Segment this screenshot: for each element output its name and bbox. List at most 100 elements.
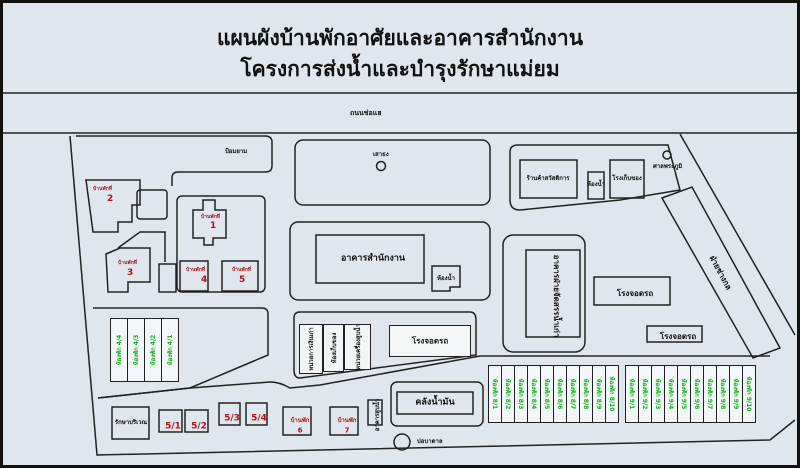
water-allocation-label: อาคารฝ่ายจัดสรรน้ำเก่า <box>552 254 561 338</box>
dorm-room: ห้องพัก 8/7 <box>566 365 580 423</box>
garage-2-label: โรงจอดรถ <box>616 289 654 298</box>
dorm-room: ห้องพัก 9/8 <box>716 365 730 423</box>
house-53-number: 5/3 <box>224 413 240 424</box>
pump-unit-label: หน่วยเครื่องสูบน้ำ <box>354 324 362 370</box>
shrine-label: ศาลพระภูมิ <box>653 163 683 170</box>
dorm-room-label: ห้องพัก 4/3 <box>133 334 140 366</box>
flagpole-block <box>294 139 491 206</box>
shop-restroom-label: ห้องน้ำ <box>587 181 605 188</box>
dorm-room-label: ห้องพัก 9/5 <box>680 378 687 410</box>
office-building <box>315 234 425 284</box>
dorm-room-label: ห้องพัก 8/6 <box>556 378 563 410</box>
house-6-number: 6 <box>297 426 303 435</box>
water-allocation-building <box>525 249 581 338</box>
top-left-block <box>76 135 273 186</box>
welfare-shop-label: ร้านค้าสวัสดิการ <box>526 175 570 182</box>
office-label: อาคารสำนักงาน <box>340 253 406 264</box>
dorm-room-label: ห้องพัก 9/7 <box>706 378 713 410</box>
dorm-room-label: ห้องพัก 8/2 <box>504 378 511 410</box>
dorm-room: ห้องพัก 4/3 <box>127 318 145 382</box>
guard-post-label: ป้อมยาม <box>225 148 248 155</box>
map-outlines <box>3 92 797 456</box>
square-block <box>136 189 168 220</box>
fuel-depot-outline <box>396 391 474 415</box>
dorm-room: ห้องพัก 9/2 <box>638 365 652 423</box>
dorm-room-label: ห้องพัก 9/10 <box>745 376 752 412</box>
house-6-outline <box>282 406 312 436</box>
house-5-outline <box>221 260 259 292</box>
garage-1-label: โรงจอดรถ <box>411 336 449 346</box>
dorm-room-label: ห้องพัก 8/9 <box>595 378 602 410</box>
house-51-number: 5/1 <box>165 421 181 432</box>
house-6-label: บ้านพัก <box>290 417 310 424</box>
house-7-outline <box>329 406 359 436</box>
dorm-room: ห้องพัก 9/5 <box>677 365 691 423</box>
dorm-room-label: ห้องพัก 8/10 <box>608 376 615 412</box>
dorm-room-label: ห้องพัก 9/4 <box>667 378 674 410</box>
old-finance-room: หน่วยการเงินเก่า <box>299 324 323 374</box>
house-2-outline <box>85 179 141 233</box>
dorm-room-label: ห้องพัก 9/8 <box>719 378 726 410</box>
dorm-room: ห้องพัก 4/1 <box>161 318 179 382</box>
dorm-room-label: ห้องพัก 8/5 <box>543 378 550 410</box>
dorm-room-label: ห้องพัก 8/4 <box>530 378 537 410</box>
welfare-shop-outline <box>519 159 578 199</box>
storage-label: โรงเก็บของ <box>612 175 642 182</box>
dorm-room-label: ห้องพัก 4/1 <box>167 334 174 366</box>
office-restroom-outline <box>431 265 461 292</box>
house-1-prefix: บ้านพักที่ <box>201 214 221 220</box>
house-53-outline <box>218 402 241 426</box>
small-square <box>158 263 177 293</box>
dorm-room-label: ห้องพัก 8/3 <box>517 378 524 410</box>
dorm-room: ห้องพัก 9/10 <box>742 365 756 423</box>
security-label: รักษาบริเวณ <box>114 419 148 426</box>
house-1-outline <box>192 199 227 246</box>
center-lower-block <box>293 311 477 379</box>
dorm-room: ห้องพัก 8/10 <box>605 365 619 423</box>
dorm-room-label: ห้องพัก 8/8 <box>582 378 589 410</box>
storeroom-label: ห้องเก็บของ <box>330 332 338 364</box>
dorm-room: ห้องพัก 8/3 <box>514 365 528 423</box>
dorm-room: ห้องพัก 8/4 <box>527 365 541 423</box>
mechanical-division-outline <box>660 186 782 359</box>
pump-house-label: อาคารสูบน้ำ <box>374 398 381 432</box>
dorm-room: ห้องพัก 9/4 <box>664 365 678 423</box>
house-4-number: 4 <box>201 275 208 285</box>
lower-left-block <box>93 307 269 399</box>
dorm-room: ห้องพัก 8/9 <box>592 365 606 423</box>
shop-restroom-outline <box>587 171 605 200</box>
house-2-number: 2 <box>107 194 114 204</box>
house-5-number: 5 <box>239 275 246 285</box>
security-outline <box>111 406 150 440</box>
house-block-1 <box>176 195 266 293</box>
dorm-room-label: ห้องพัก 9/2 <box>641 378 648 410</box>
shrine-marker <box>662 150 672 160</box>
house-54-outline <box>245 402 268 426</box>
pump-unit-room: หน่วยเครื่องสูบน้ำ <box>344 324 371 370</box>
well-label: บ่อบาดาล <box>417 438 443 445</box>
lower-road <box>97 355 770 399</box>
dorm-room: ห้องพัก 8/8 <box>579 365 593 423</box>
garage-3-label: โรงจอดรถ <box>659 332 697 341</box>
water-allocation-block <box>502 234 586 353</box>
dorm-room: ห้องพัก 8/1 <box>488 365 502 423</box>
fuel-depot-block <box>390 381 484 427</box>
house-2-prefix: บ้านพักที่ <box>93 186 113 192</box>
fuel-depot-label: คลังน้ำมัน <box>415 397 455 408</box>
garage-2-outline <box>593 276 671 306</box>
dorm-room: ห้องพัก 9/7 <box>703 365 717 423</box>
house-5-prefix: บ้านพักที่ <box>232 267 252 273</box>
road-label: ถนนช่อแฮ <box>350 109 382 117</box>
dorm-room: ห้องพัก 9/6 <box>690 365 704 423</box>
house-52-outline <box>184 409 209 433</box>
house-1-number: 1 <box>210 221 217 231</box>
flagpole-marker <box>375 160 387 172</box>
garage-3-outline <box>646 325 703 343</box>
pump-house-outline <box>367 399 383 426</box>
dorm-room: ห้องพัก 4/2 <box>144 318 162 382</box>
dorm-room: ห้องพัก 8/6 <box>553 365 567 423</box>
storeroom: ห้องเก็บของ <box>323 324 344 372</box>
dorm-room: ห้องพัก 9/9 <box>729 365 743 423</box>
house-7-number: 7 <box>344 426 350 435</box>
dorm-room-label: ห้องพัก 9/9 <box>732 378 739 410</box>
